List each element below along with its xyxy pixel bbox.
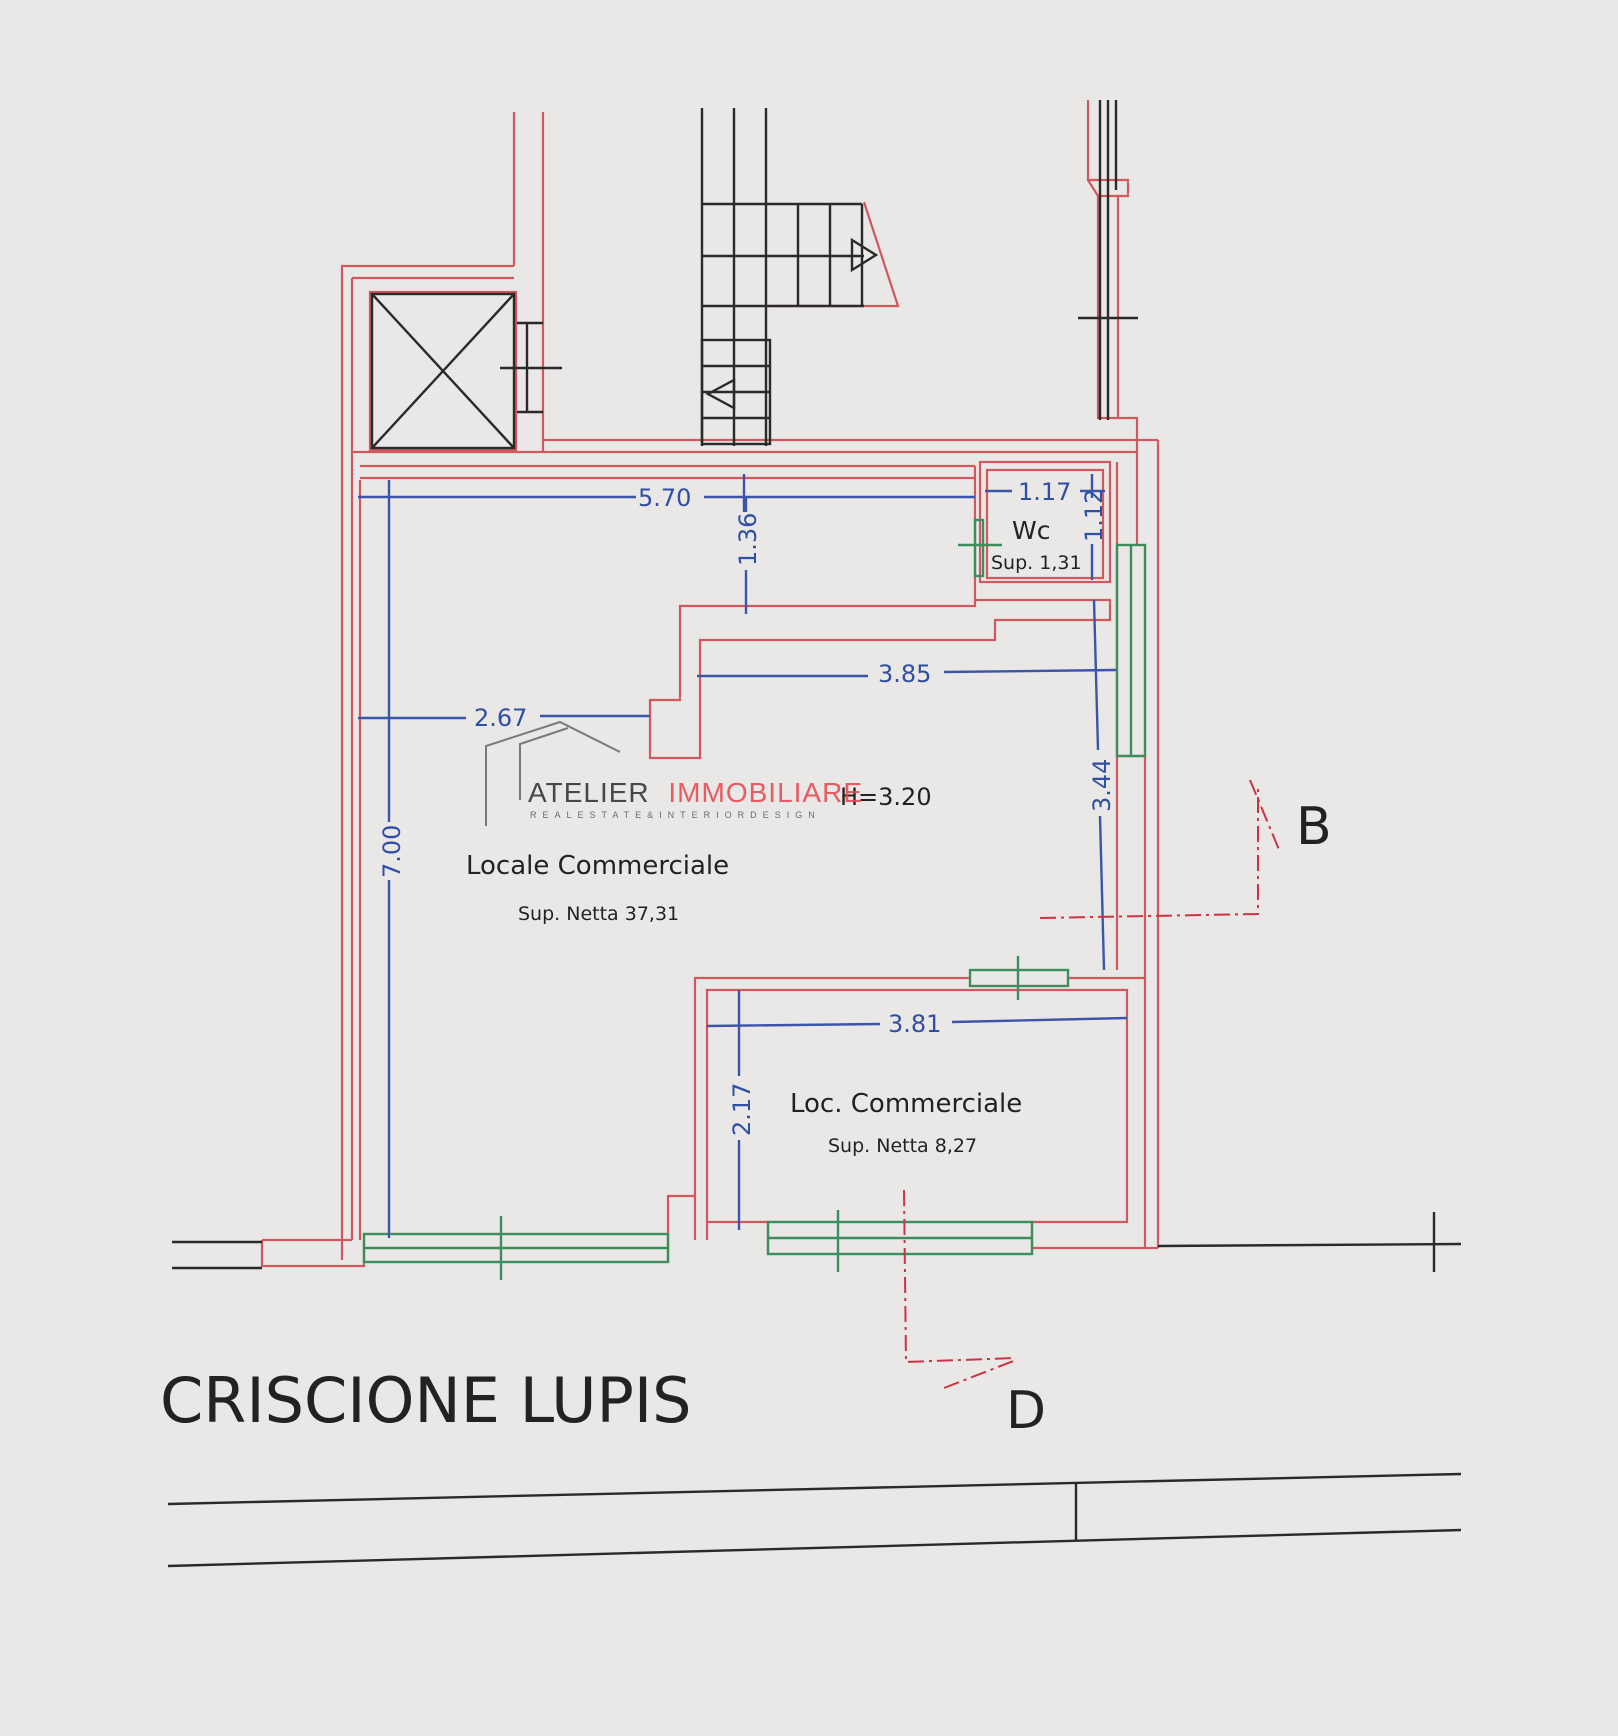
floor-plan-drawing: 5.70 1.17 1.12 1.36 3.85 2.67 3.44 7.00 … [160, 100, 1461, 1568]
street-lines [167, 1212, 1461, 1568]
logo-tagline: REALESTATE&INTERIORDESIGN [530, 810, 821, 820]
upper-walls [340, 100, 1139, 1260]
svg-text:ATELIER IMMOBILIARE: ATELIER IMMOBILIARE [528, 777, 863, 808]
room-wc-area: Sup. 1,31 [991, 552, 1082, 574]
room-main-height: H=3.20 [840, 783, 932, 811]
room-main-area: Sup. Netta 37,31 [518, 903, 679, 925]
section-marker-b: B [1296, 797, 1332, 857]
section-cut-d [903, 1189, 1017, 1389]
dim-3-81-label: 3.81 [888, 1010, 941, 1038]
dim-5-70-label: 5.70 [638, 484, 691, 512]
dim-3-44-label: 3.44 [1088, 759, 1116, 812]
dim-1-36-label: 1.36 [734, 513, 762, 566]
section-cut-b [1039, 779, 1281, 919]
room-main-name: Locale Commerciale [466, 851, 729, 881]
agency-watermark-logo: ATELIER IMMOBILIARE REALESTATE&INTERIORD… [485, 720, 863, 826]
right-upper-wall [1078, 100, 1138, 420]
staircase-icon [700, 108, 879, 446]
windows [362, 518, 1147, 1280]
room-small-area: Sup. Netta 8,27 [828, 1135, 977, 1157]
dim-1-17-label: 1.17 [1018, 478, 1071, 506]
section-marker-d: D [1006, 1381, 1046, 1441]
elevator-shaft-icon [370, 292, 516, 450]
room-wc-name: Wc [1012, 516, 1050, 545]
dim-3-85-label: 3.85 [878, 660, 931, 688]
dim-2-17-label: 2.17 [728, 1083, 756, 1136]
dim-2-67-label: 2.67 [474, 704, 527, 732]
shaft-door [500, 321, 562, 414]
dimension-lines [358, 474, 1128, 1238]
dim-7-00-label: 7.00 [378, 825, 406, 878]
street-name: CRISCIONE LUPIS [160, 1364, 692, 1437]
room-small-name: Loc. Commerciale [790, 1089, 1022, 1119]
logo-brand-first: ATELIER [528, 777, 650, 808]
dim-1-12-label: 1.12 [1080, 489, 1108, 542]
logo-brand-second: IMMOBILIARE [668, 777, 863, 808]
